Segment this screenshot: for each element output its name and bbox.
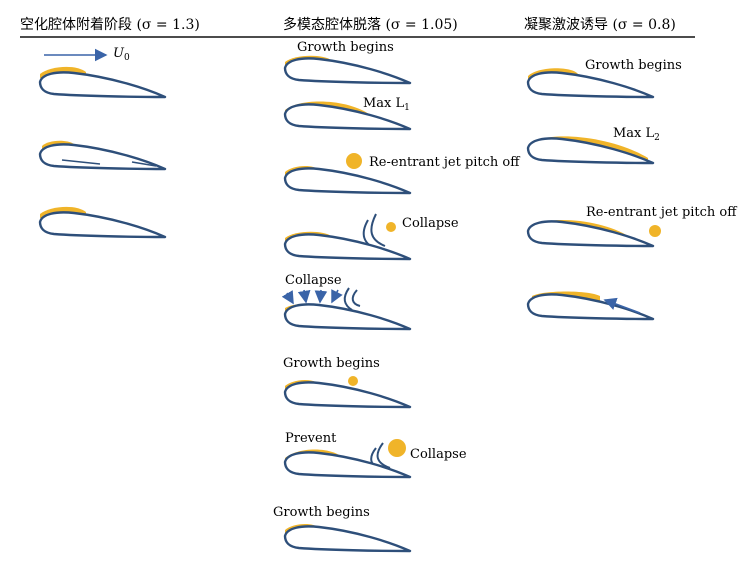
pressure-wave-1	[370, 213, 386, 247]
hydrofoil-c3-2	[526, 136, 655, 165]
label-collapse-1: Collapse	[402, 216, 459, 231]
freestream-label: U0	[113, 46, 130, 63]
label-max-l1: Max L1	[363, 96, 410, 113]
shed-cloud-3	[348, 376, 358, 386]
label-max-l2: Max L2	[613, 126, 660, 143]
pressure-wave-4	[351, 289, 361, 307]
label-reentrant-jet: Re-entrant jet pitch off	[369, 155, 521, 170]
label-collapse-2: Collapse	[285, 273, 342, 288]
hydrofoil-c2-4	[283, 231, 412, 261]
header-col3: 凝聚激波诱导 (σ = 0.8)	[524, 16, 676, 33]
label-prevent: Prevent	[285, 431, 337, 446]
shed-cloud-2	[386, 222, 396, 232]
hydrofoil-c1-1	[38, 66, 167, 99]
hydrofoil-c2-1	[283, 55, 412, 85]
hydrofoil-c2-5	[283, 303, 412, 331]
hydrofoil-c2-6	[283, 380, 412, 409]
label-collapse-3: Collapse	[410, 447, 467, 462]
reentrant-jet-arrow	[603, 297, 641, 314]
header-col1: 空化腔体附着阶段 (σ = 1.3)	[20, 17, 200, 33]
hydrofoil-c3-3	[526, 219, 655, 248]
pressure-wave-3	[343, 287, 353, 311]
hydrofoil-c2-3	[283, 166, 412, 195]
hydrofoil-c2-2	[283, 101, 412, 131]
shed-cloud-5	[649, 225, 661, 237]
shed-cloud-4	[388, 439, 406, 457]
shed-cloud-1	[346, 153, 362, 169]
hydrofoil-c2-7	[283, 449, 412, 479]
hydrofoil-c1-3	[38, 206, 167, 239]
label-c3-growth-begins: Growth begins	[585, 58, 682, 73]
label-growth-begins-2: Growth begins	[283, 356, 380, 371]
header-col2: 多模态腔体脱落 (σ = 1.05)	[283, 16, 458, 33]
hydrofoil-c2-8	[283, 524, 412, 553]
hydrofoil-c1-2	[38, 140, 167, 171]
label-c3-reentrant-jet: Re-entrant jet pitch off	[586, 205, 738, 220]
label-growth-begins-1: Growth begins	[297, 40, 394, 55]
pressure-wave-5	[376, 442, 391, 469]
collapse-arrows	[281, 289, 343, 305]
hydrofoil-c3-4	[526, 291, 655, 321]
label-growth-begins-3: Growth begins	[273, 505, 370, 520]
hydrofoil-c3-1	[526, 68, 655, 99]
